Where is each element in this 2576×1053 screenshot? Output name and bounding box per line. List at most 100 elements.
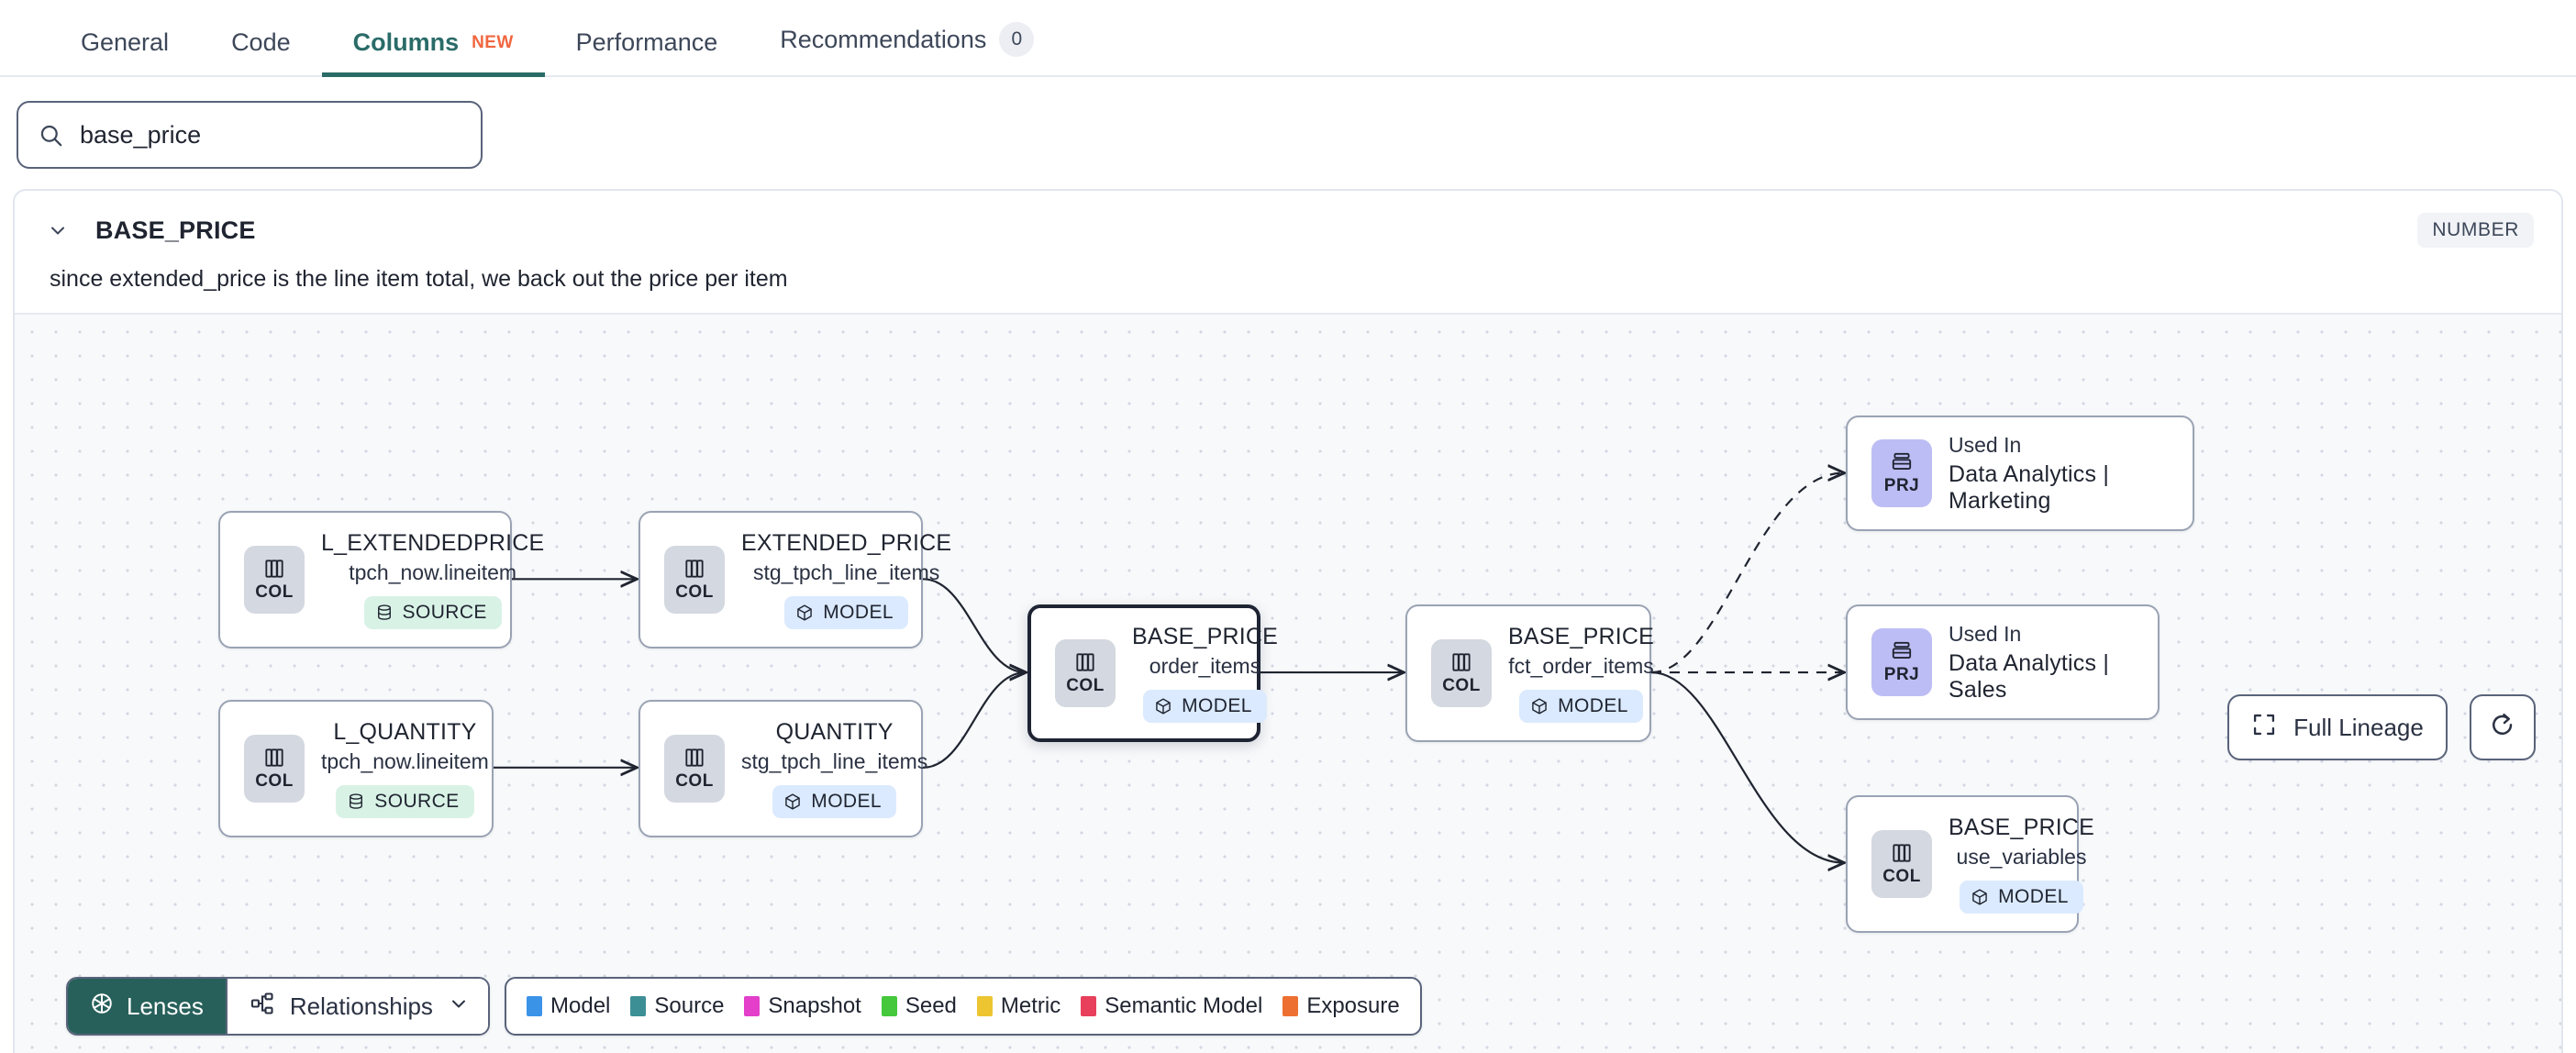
lenses-label: Lenses — [127, 992, 204, 1020]
legend-swatch — [976, 996, 993, 1016]
expand-icon — [2251, 712, 2277, 744]
node-tag-source: SOURCE — [363, 596, 502, 629]
node-project-name: Data Analytics | Marketing — [1949, 460, 2110, 514]
column-type-badge: NUMBER — [2417, 213, 2534, 248]
node-tag-label: MODEL — [1182, 695, 1252, 716]
lenses-button[interactable]: Lenses — [68, 979, 226, 1034]
node-tag-model: MODEL — [1143, 690, 1267, 723]
node-kind-label: COL — [1882, 867, 1921, 886]
full-lineage-button[interactable]: Full Lineage — [2227, 694, 2448, 760]
lineage-node-project-sales[interactable]: PRJ Used In Data Analytics | Sales — [1846, 604, 2160, 720]
tab-label: Performance — [575, 28, 718, 56]
search-area — [0, 77, 2576, 189]
refresh-icon — [2489, 712, 2516, 744]
node-name: L_EXTENDEDPRICE — [321, 530, 545, 556]
aperture-icon — [90, 992, 114, 1022]
node-tag-label: MODEL — [823, 602, 894, 623]
lineage-node-l_quantity[interactable]: COL L_QUANTITY tpch_now.lineitem SOURCE — [218, 700, 494, 837]
edge-quantity-base_price — [922, 672, 1026, 769]
lineage-canvas[interactable]: COL L_EXTENDEDPRICE tpch_now.lineitem SO… — [15, 313, 2561, 1053]
node-subtitle: tpch_now.lineitem — [321, 749, 489, 773]
lineage-node-base_price-use_variables[interactable]: COL BASE_PRICE use_variables MODEL — [1846, 795, 2094, 933]
recommendations-count-badge: 0 — [999, 22, 1035, 57]
tab-bar: General Code Columns NEW Performance Rec… — [0, 0, 2576, 77]
tab-columns[interactable]: Columns NEW — [321, 28, 545, 77]
lineage-node-project-marketing[interactable]: PRJ Used In Data Analytics | Marketing — [1846, 416, 2194, 531]
tab-label: Code — [231, 28, 291, 56]
tab-label: Recommendations — [780, 25, 987, 53]
tab-label: Columns — [352, 28, 460, 56]
tab-recommendations[interactable]: Recommendations 0 — [749, 22, 1065, 77]
edge-fct-use_variables — [1650, 671, 1844, 862]
node-kind-label: PRJ — [1883, 665, 1920, 684]
node-kind-label: COL — [255, 771, 294, 791]
col-type-badge: COL — [244, 735, 305, 803]
chevron-down-icon[interactable] — [42, 219, 73, 241]
node-tag-label: SOURCE — [374, 791, 460, 812]
refresh-button[interactable] — [2470, 694, 2536, 760]
node-kind-label: COL — [1442, 676, 1481, 695]
legend-swatch — [1081, 996, 1097, 1016]
search-input[interactable] — [80, 120, 461, 150]
search-box[interactable] — [17, 101, 483, 169]
legend-label: Exposure — [1306, 993, 1400, 1018]
column-description: since extended_price is the line item to… — [50, 266, 788, 292]
col-type-badge: COL — [664, 546, 725, 614]
node-subtitle: stg_tpch_line_items — [752, 560, 940, 584]
node-subtitle: tpch_now.lineitem — [349, 560, 517, 584]
node-project-name: Data Analytics | Sales — [1949, 649, 2110, 703]
tab-performance[interactable]: Performance — [545, 28, 749, 77]
node-subtitle: order_items — [1149, 654, 1261, 678]
col-type-badge: COL — [1871, 830, 1932, 898]
lineage-node-quantity[interactable]: COL QUANTITY stg_tpch_line_items MODEL — [638, 700, 927, 837]
lineage-node-l_extendedprice[interactable]: COL L_EXTENDEDPRICE tpch_now.lineitem SO… — [218, 511, 544, 648]
legend-swatch — [1282, 996, 1299, 1016]
node-name: QUANTITY — [775, 719, 894, 745]
node-used-in-label: Used In — [1949, 621, 2022, 646]
legend-label: Model — [550, 993, 611, 1018]
legend-item-metric: Metric — [976, 993, 1061, 1019]
legend-label: Metric — [1000, 993, 1061, 1018]
edge-fct-prj_marketing — [1650, 473, 1844, 674]
lineage-legend: Model Source Snapshot Seed Metric Semant… — [505, 977, 1422, 1036]
column-name: BASE_PRICE — [95, 216, 256, 244]
prj-type-badge: PRJ — [1871, 439, 1932, 507]
node-tag-model: MODEL — [772, 785, 896, 818]
prj-type-badge: PRJ — [1871, 628, 1932, 696]
lineage-node-base_price-order_items[interactable]: COL BASE_PRICE order_items MODEL — [1027, 604, 1278, 742]
legend-item-source: Source — [630, 993, 724, 1019]
node-tag-model: MODEL — [784, 596, 908, 629]
legend-label: Snapshot — [768, 993, 861, 1018]
node-kind-label: COL — [255, 582, 294, 602]
node-subtitle: fct_order_items — [1508, 654, 1654, 678]
column-panel: BASE_PRICE NUMBER since extended_price i… — [13, 189, 2563, 1053]
chevron-down-icon — [448, 992, 470, 1021]
node-name: BASE_PRICE — [1508, 624, 1655, 649]
node-name: L_QUANTITY — [333, 719, 477, 745]
node-tag-label: MODEL — [1998, 886, 2069, 907]
tab-general[interactable]: General — [50, 28, 200, 77]
node-tag-source: SOURCE — [336, 785, 474, 818]
col-type-badge: COL — [1055, 639, 1116, 707]
node-name: BASE_PRICE — [1132, 624, 1279, 649]
node-kind-label: COL — [675, 771, 714, 791]
legend-swatch — [527, 996, 542, 1016]
legend-label: Source — [654, 993, 725, 1018]
relationships-label: Relationships — [289, 992, 433, 1020]
lineage-node-base_price-fct_order_items[interactable]: COL BASE_PRICE fct_order_items MODEL — [1405, 604, 1655, 742]
legend-item-snapshot: Snapshot — [744, 993, 861, 1019]
legend-item-exposure: Exposure — [1282, 993, 1400, 1019]
tab-new-badge: NEW — [472, 32, 514, 52]
node-tag-model: MODEL — [1960, 881, 2083, 914]
lineage-node-extended_price[interactable]: COL EXTENDED_PRICE stg_tpch_line_items M… — [638, 511, 951, 648]
column-header: BASE_PRICE NUMBER — [15, 191, 2561, 248]
lenses-toolbar: Lenses Relationships — [66, 977, 490, 1036]
relationships-dropdown[interactable]: Relationships — [225, 979, 488, 1034]
node-kind-label: PRJ — [1883, 476, 1920, 495]
legend-item-seed: Seed — [881, 993, 957, 1019]
node-used-in-label: Used In — [1949, 432, 2022, 457]
legend-label: Semantic Model — [1105, 993, 1263, 1018]
legend-item-semantic-model: Semantic Model — [1081, 993, 1262, 1019]
tab-code[interactable]: Code — [200, 28, 322, 77]
search-icon — [39, 123, 63, 148]
